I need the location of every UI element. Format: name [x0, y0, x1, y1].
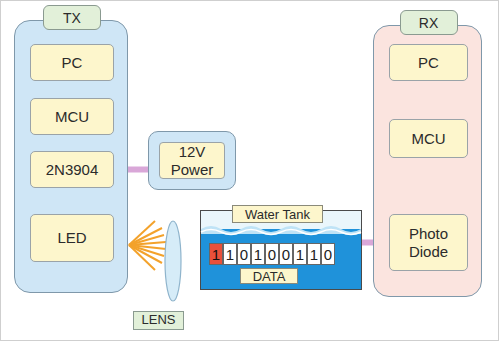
box-label: MCU	[55, 108, 89, 125]
box-label: Photo Diode	[403, 225, 455, 260]
water-tank: Water TankDATA110100110	[200, 210, 362, 290]
group-panel: TXPCMCU2N3904LED	[14, 20, 128, 293]
data-bit: 0	[279, 243, 293, 265]
data-bit: 1	[209, 243, 223, 265]
data-bit: 1	[293, 243, 307, 265]
box-label: PC	[62, 54, 83, 71]
data-bit: 0	[265, 243, 279, 265]
data-bit: 0	[321, 243, 335, 265]
group-title: RX	[400, 10, 458, 35]
data-bit: 1	[223, 243, 237, 265]
data-bit: 1	[251, 243, 265, 265]
data-label: DATA	[240, 268, 298, 284]
process-box: Photo Diode	[389, 214, 468, 271]
process-box: LENS	[133, 311, 184, 330]
process-box: LED	[30, 214, 114, 262]
box-label: LED	[57, 229, 86, 246]
light-rays	[129, 221, 166, 270]
process-box: 2N3904	[30, 151, 114, 188]
box-label: MCU	[411, 130, 445, 147]
lens-shape	[165, 221, 181, 301]
process-box: MCU	[30, 98, 114, 135]
lens-label: LENS	[142, 313, 176, 328]
data-bit: 0	[237, 243, 251, 265]
process-box: MCU	[389, 119, 468, 158]
group-panel: RXPCMCUPhoto Diode	[373, 25, 482, 297]
box-label: PC	[418, 54, 439, 71]
power-label: 12V Power	[167, 143, 217, 178]
process-box: PC	[30, 44, 114, 81]
tank-title: Water Tank	[232, 205, 323, 223]
process-box: PC	[389, 44, 468, 81]
process-box: 12V Power	[148, 131, 236, 190]
data-bit: 1	[307, 243, 321, 265]
group-title: TX	[43, 5, 101, 30]
power-box: 12V Power	[159, 142, 225, 179]
box-label: 2N3904	[46, 161, 99, 178]
